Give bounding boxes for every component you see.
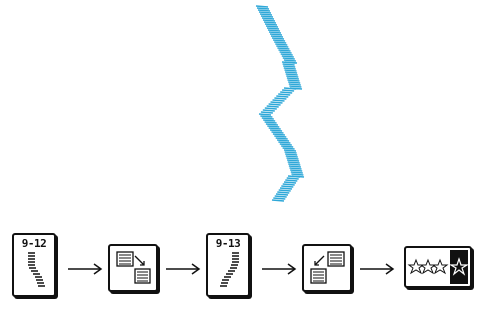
mirror-key-up[interactable] — [302, 244, 352, 292]
mirror-key-down[interactable] — [108, 244, 158, 292]
zigzag-stitch-icon — [220, 252, 239, 287]
arrow-right-icon — [360, 263, 395, 275]
stitch-pattern-key-9-13[interactable]: 9-13 — [206, 233, 250, 297]
star-repeat-icon — [407, 250, 470, 284]
stitch-code-label: 9-12 — [21, 237, 47, 250]
arrow-right-icon — [262, 263, 297, 275]
zigzag-stitch-line — [255, 5, 305, 202]
stitch-code-label: 9-13 — [215, 237, 241, 250]
stitch-pattern-key-9-12[interactable]: 9-12 — [12, 233, 56, 297]
mirror-up-icon — [310, 251, 345, 284]
arrow-right-icon — [166, 263, 201, 275]
repeat-key[interactable] — [404, 246, 472, 288]
mirror-down-icon — [116, 251, 151, 284]
stitch-preview — [255, 5, 305, 202]
arrow-right-icon — [68, 263, 103, 275]
zigzag-stitch-icon — [28, 252, 45, 287]
